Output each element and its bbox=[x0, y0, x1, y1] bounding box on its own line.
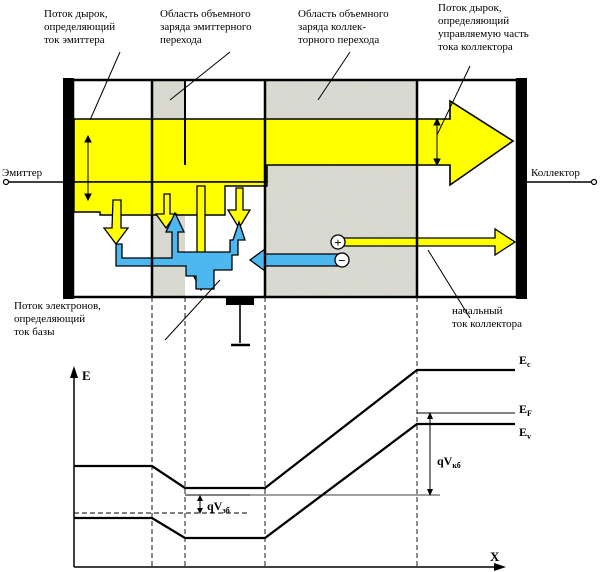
qvkb-arrow-bottom bbox=[427, 489, 433, 496]
alignment-guides bbox=[74, 297, 418, 568]
label-scr-collector: Область объемного заряда коллек- торного… bbox=[298, 8, 389, 46]
conduction-band-line bbox=[74, 368, 515, 490]
label-initial-collector: начальный ток коллектора bbox=[452, 305, 523, 330]
band-diagram bbox=[70, 366, 515, 571]
electron-flow-base bbox=[115, 211, 246, 290]
hole-charge-symbol bbox=[330, 234, 346, 250]
recombination-arrow-1 bbox=[102, 199, 130, 246]
ec-label: Ec bbox=[519, 353, 531, 369]
marker-emitter-current-top bbox=[84, 134, 92, 143]
collector-terminal bbox=[590, 178, 598, 186]
marker-emitter-current-bottom bbox=[84, 193, 92, 202]
minus-sign: − bbox=[338, 253, 345, 268]
leader-lines bbox=[84, 51, 471, 341]
marker-collector-current-bottom bbox=[433, 158, 441, 167]
leader-scr-collector bbox=[317, 51, 351, 101]
emitter-label: Эмиттер bbox=[2, 167, 43, 179]
label-holes-emitter: Поток дырок, определяющий ток эмиттера bbox=[44, 8, 116, 46]
emitter-terminal bbox=[2, 178, 10, 186]
leader-holes-emitter bbox=[89, 51, 121, 121]
leader-electrons-base bbox=[164, 279, 221, 341]
emitter-contact bbox=[63, 78, 74, 299]
x-axis-label: X bbox=[490, 549, 500, 564]
valence-band-line bbox=[74, 422, 515, 540]
ef-label: EF bbox=[519, 402, 532, 418]
base-contact bbox=[226, 297, 254, 305]
energy-axis-arrow bbox=[70, 366, 78, 378]
leader-scr-emitter bbox=[169, 51, 231, 101]
recombination-arrow-4 bbox=[226, 187, 252, 230]
qveb-arrow-top bbox=[197, 495, 203, 501]
marker-collector-current-top bbox=[433, 117, 441, 126]
plus-sign: + bbox=[334, 235, 341, 250]
qvkb-arrow-top bbox=[427, 412, 433, 419]
qvkb-label: qVкб bbox=[437, 454, 461, 470]
label-holes-collector: Поток дырок, определяющий управляемую ча… bbox=[438, 2, 529, 53]
leader-initial-collector bbox=[427, 249, 471, 319]
ev-label: Ev bbox=[519, 425, 531, 441]
qveb-label: qVэб bbox=[207, 499, 230, 515]
leader-holes-collector bbox=[436, 65, 471, 136]
label-scr-emitter: Область объемного заряда эмиттерного пер… bbox=[160, 8, 252, 46]
electron-charge-symbol bbox=[334, 252, 350, 268]
x-axis-arrow bbox=[494, 563, 506, 571]
energy-axis-label: E bbox=[82, 368, 91, 383]
collector-label: Коллектор bbox=[531, 167, 580, 179]
collector-contact bbox=[516, 78, 527, 299]
label-electrons-base: Поток электронов, определяющий ток базы bbox=[14, 300, 101, 338]
transistor-structure: + − bbox=[2, 78, 598, 347]
initial-collector-current-arrow bbox=[340, 227, 517, 257]
qveb-arrow-bottom bbox=[197, 508, 203, 514]
